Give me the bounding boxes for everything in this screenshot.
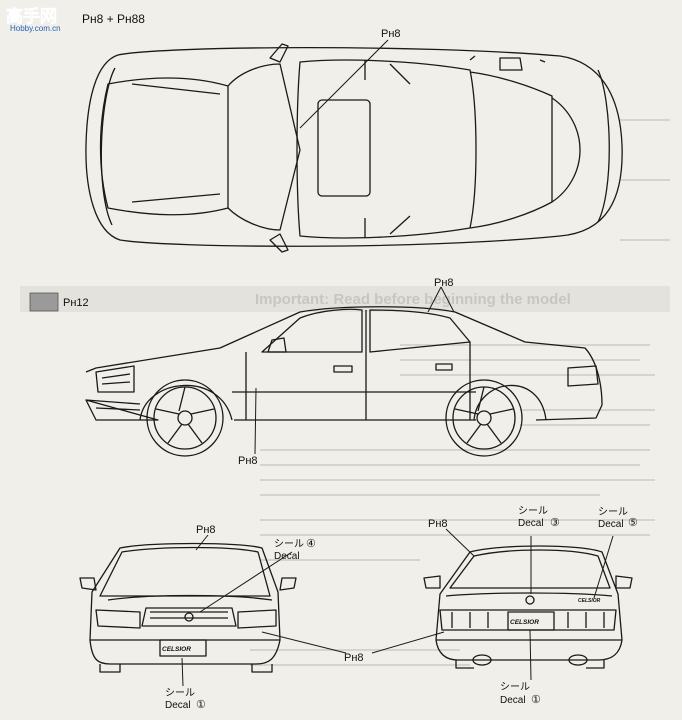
decal4-en: Decal bbox=[274, 551, 300, 562]
front-plate-text: CELSIOR bbox=[162, 646, 191, 653]
bleed-through-text: Important: Read before beginning the mod… bbox=[20, 119, 670, 666]
callout-side-upper: Pн8 bbox=[434, 277, 454, 289]
decal1-rear-num: ① bbox=[531, 694, 541, 706]
bleed-heading: Important: Read before beginning the mod… bbox=[255, 291, 571, 308]
rear-badge-text: CELSIOR bbox=[578, 598, 601, 604]
decal1-front-en: Decal bbox=[165, 700, 191, 711]
callout-bottom-shared: Pн8 bbox=[344, 652, 364, 664]
leader-rear-view bbox=[445, 528, 475, 557]
legend-code: Pн12 bbox=[63, 297, 89, 309]
leader-decal-front-grille bbox=[199, 551, 293, 613]
callout-front-view: Pн8 bbox=[196, 524, 216, 536]
decal1-front-jp: シール bbox=[165, 688, 195, 699]
callout-rear-view: Pн8 bbox=[428, 518, 448, 530]
callout-side-lower: Pн8 bbox=[238, 455, 258, 467]
leader-bottom-left bbox=[261, 631, 347, 654]
decal3-jp: シール bbox=[518, 506, 548, 517]
leader-side-upper-b bbox=[440, 286, 455, 313]
paint-ref-header: Pн8 + Pн88 bbox=[82, 12, 145, 26]
decal3-num: ③ bbox=[550, 517, 560, 529]
car-front-view bbox=[79, 542, 297, 673]
decal5-num: ⑤ bbox=[628, 517, 638, 529]
car-side-view bbox=[85, 306, 603, 457]
decal1-rear-jp: シール bbox=[500, 682, 530, 693]
watermark-site: Hobby.com.cn bbox=[10, 24, 61, 33]
leader-bottom-right bbox=[371, 631, 445, 654]
leader-decal-rear-badge bbox=[593, 535, 614, 599]
leader-decal-front-plate bbox=[181, 657, 184, 687]
decal5-en: Decal bbox=[598, 519, 624, 530]
site-watermark: 高手网 Hobby.com.cn bbox=[6, 6, 61, 33]
decal5-jp: シール bbox=[598, 507, 628, 518]
leader-side-lower bbox=[254, 387, 257, 455]
leader-decal-rear-plate bbox=[529, 629, 532, 681]
decal3-en: Decal bbox=[518, 518, 544, 529]
leader-front-view bbox=[195, 534, 209, 551]
decal1-rear-en: Decal bbox=[500, 695, 526, 706]
leader-top-roof bbox=[299, 39, 389, 129]
watermark-brand: 高手网 bbox=[6, 6, 57, 26]
color-swatch bbox=[29, 292, 59, 312]
decal4-jp: シール bbox=[274, 539, 304, 550]
rear-plate-text: CELSIOR bbox=[510, 619, 539, 626]
decal1-front-num: ① bbox=[196, 699, 206, 711]
leader-side-upper-a bbox=[427, 286, 442, 313]
callout-top-roof: Pн8 bbox=[381, 28, 401, 40]
car-rear-view bbox=[423, 545, 633, 669]
decal4-num: ④ bbox=[306, 538, 316, 550]
car-top-view bbox=[85, 43, 623, 253]
